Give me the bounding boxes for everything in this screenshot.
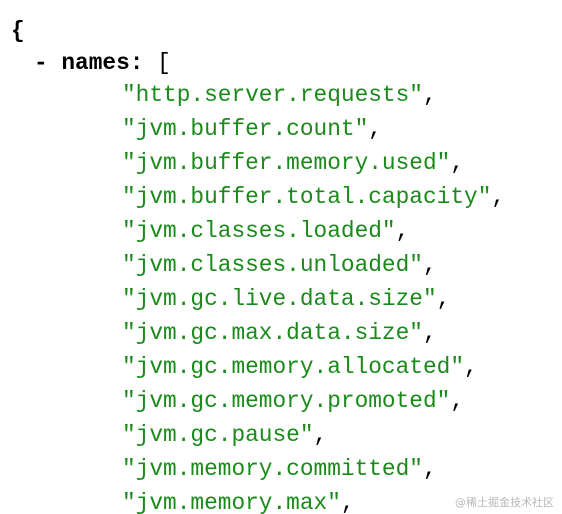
array-item: "http.server.requests", [122,80,437,110]
string-value: "jvm.buffer.total.capacity" [122,184,492,210]
string-value: "jvm.buffer.count" [122,116,369,142]
comma: , [436,286,451,312]
array-item: "jvm.gc.pause", [122,420,327,450]
open-bracket: [ [157,50,171,76]
array-item: "jvm.memory.committed", [122,454,437,484]
string-value: "jvm.gc.max.data.size" [122,320,423,346]
comma: , [313,422,328,448]
names-key: names: [61,50,144,76]
comma: , [340,490,355,514]
comma: , [368,116,382,142]
comma: , [422,456,437,482]
array-item: "jvm.gc.live.data.size", [122,284,450,314]
comma: , [450,150,465,176]
comma: , [422,320,437,346]
array-item: "jvm.buffer.total.capacity", [122,182,505,212]
array-item: "jvm.gc.memory.allocated", [122,352,478,382]
names-key-line: - names: [ [34,48,171,78]
comma: , [464,354,478,380]
comma: , [491,184,506,210]
string-value: "jvm.gc.live.data.size" [122,286,437,312]
array-item: "jvm.gc.memory.promoted", [122,386,464,416]
collapse-toggle[interactable]: - [34,50,48,76]
string-value: "jvm.gc.memory.allocated" [122,354,465,380]
open-brace: { [11,18,25,44]
array-item: "jvm.memory.max", [122,488,355,514]
string-value: "jvm.classes.loaded" [122,218,396,244]
string-value: "jvm.classes.unloaded" [122,252,423,278]
comma: , [450,388,465,414]
array-item: "jvm.gc.max.data.size", [122,318,437,348]
string-value: "jvm.buffer.memory.used" [122,150,451,176]
array-item: "jvm.buffer.count", [122,114,382,144]
comma: , [395,218,410,244]
array-item: "jvm.classes.unloaded", [122,250,437,280]
string-value: "jvm.memory.committed" [122,456,423,482]
comma: , [422,82,437,108]
string-value: "jvm.memory.max" [122,490,341,514]
comma: , [422,252,437,278]
string-value: "jvm.gc.memory.promoted" [122,388,451,414]
string-value: "jvm.gc.pause" [122,422,314,448]
watermark: @稀土掘金技术社区 [455,496,554,509]
string-value: "http.server.requests" [122,82,423,108]
array-item: "jvm.classes.loaded", [122,216,409,246]
array-item: "jvm.buffer.memory.used", [122,148,464,178]
